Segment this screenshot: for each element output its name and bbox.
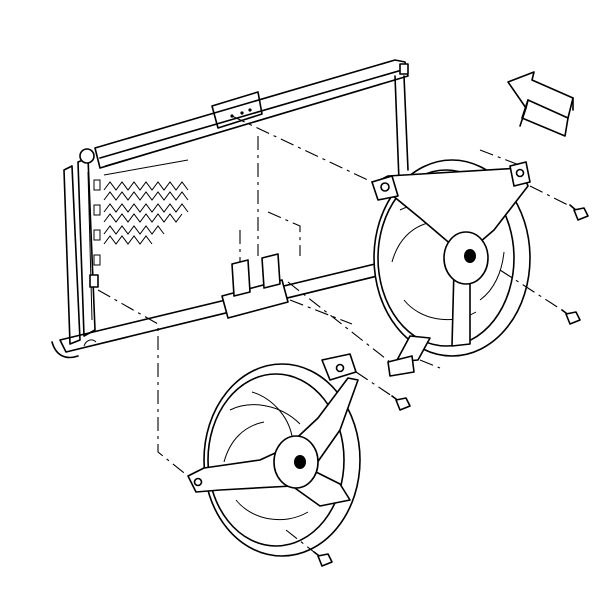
lower-cooling-fan [187, 353, 361, 557]
upper-cooling-fan [371, 159, 531, 377]
mounting-bolts [313, 204, 589, 567]
alignment-leader-lines [97, 115, 571, 553]
bolt-upper-top [569, 204, 589, 221]
radiator [51, 59, 409, 359]
bolt-lower-top [391, 395, 411, 411]
bolt-lower-bottom [313, 551, 333, 567]
radiator-fins [103, 159, 189, 245]
direction-arrow-icon [507, 71, 574, 137]
bolt-upper-bottom [561, 309, 581, 325]
